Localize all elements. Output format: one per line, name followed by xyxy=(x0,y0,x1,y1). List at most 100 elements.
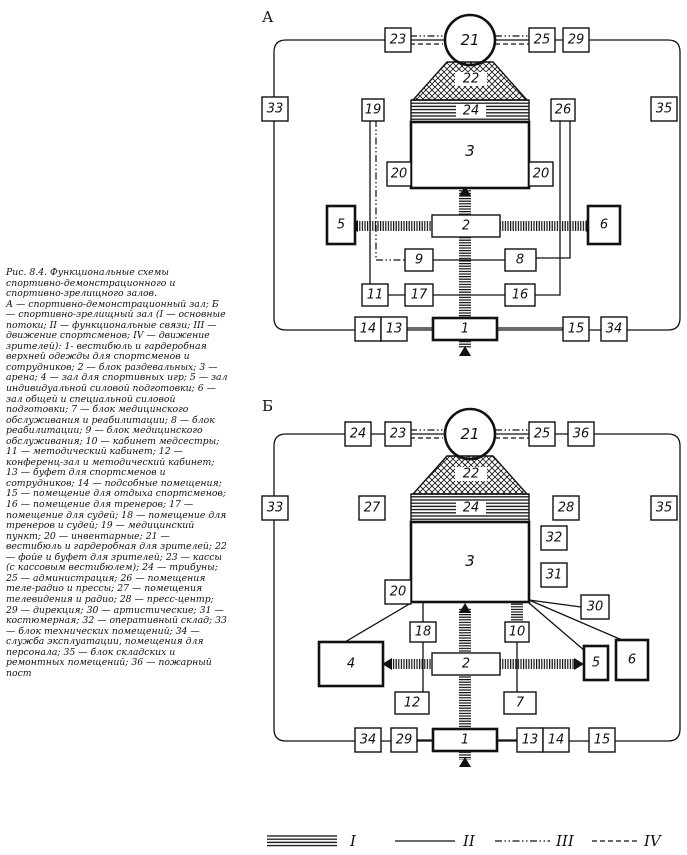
node-a-13-label: 13 xyxy=(386,322,403,337)
legend-swatch-main-flow xyxy=(267,834,337,848)
arrow-up-bottom-b xyxy=(459,757,471,767)
node-b-23 xyxy=(384,421,412,447)
node-b-6-label: 6 xyxy=(628,653,636,668)
node-a-22-label: 22 xyxy=(463,72,480,87)
node-a-26-label: 26 xyxy=(555,103,572,118)
node-b-5 xyxy=(582,644,610,682)
node-a-2-label: 2 xyxy=(462,219,470,234)
link-26-16 xyxy=(535,120,561,296)
legend-label-iv: IV xyxy=(643,832,663,850)
node-a-6 xyxy=(586,204,622,246)
node-a-26 xyxy=(550,98,576,122)
diagram-b-label: Б xyxy=(262,397,273,415)
node-a-34 xyxy=(600,316,628,342)
node-a-1-label: 1 xyxy=(461,322,469,337)
node-b-29-label: 29 xyxy=(396,733,413,748)
node-b-12-label: 12 xyxy=(404,696,421,711)
node-b-29 xyxy=(390,727,418,753)
node-b-1 xyxy=(431,727,499,753)
arrow-up-bottom-a xyxy=(459,346,471,356)
node-a-8 xyxy=(504,248,537,272)
node-a-20-right xyxy=(528,161,554,187)
arrow-up-top-a xyxy=(459,186,471,196)
legend-label-ii: II xyxy=(462,832,476,850)
node-a-29 xyxy=(562,27,590,53)
node-b-32-label: 32 xyxy=(546,531,563,546)
node-a-34-label: 34 xyxy=(606,322,623,337)
node-b-23-label: 23 xyxy=(390,427,407,442)
link-26-8 xyxy=(536,120,571,259)
node-b-13 xyxy=(516,727,544,753)
node-a-24-label: 24 xyxy=(463,104,480,119)
node-a-1 xyxy=(431,316,499,342)
node-b-27 xyxy=(358,495,386,521)
node-b-34 xyxy=(354,727,382,753)
node-a-6-label: 6 xyxy=(600,218,608,233)
node-a-2 xyxy=(431,214,501,238)
node-b-24-top xyxy=(344,421,372,447)
link-3-4 xyxy=(344,602,412,643)
node-a-23 xyxy=(384,27,412,53)
flow-10-b xyxy=(511,598,523,622)
arrow-up-top-b xyxy=(459,603,471,613)
arrow-left-b xyxy=(382,658,392,670)
node-b-1-label: 1 xyxy=(461,733,469,748)
node-b-31-label: 31 xyxy=(546,568,563,583)
caption-body: А — спортивно-демонстрационный зал; Б — … xyxy=(6,298,228,679)
link-3-6 xyxy=(528,599,623,641)
caption-title: Рис. 8.4. Функциональные схемы спортивно… xyxy=(6,267,176,300)
node-a-11 xyxy=(361,283,389,307)
node-a-9-label: 9 xyxy=(415,253,423,268)
node-a-15-label: 15 xyxy=(568,322,585,337)
node-a-16-label: 16 xyxy=(512,288,529,303)
legend-label-i: I xyxy=(349,832,357,850)
node-b-36-label: 36 xyxy=(573,427,590,442)
node-a-20-left-label: 20 xyxy=(391,167,408,182)
node-b-24-label-bg xyxy=(456,501,486,515)
node-b-22-label-bg xyxy=(455,467,487,481)
node-b-32 xyxy=(540,525,568,551)
node-b-5-label: 5 xyxy=(592,656,600,671)
node-a-14-label: 14 xyxy=(360,322,377,337)
diagram-a-label: А xyxy=(262,8,274,26)
node-b-21-label: 21 xyxy=(460,425,479,443)
node-b-6 xyxy=(614,638,650,682)
node-b-14 xyxy=(542,727,570,753)
node-a-20-right-label: 20 xyxy=(533,167,550,182)
node-b-20 xyxy=(384,579,412,605)
node-b-22-label: 22 xyxy=(463,467,480,482)
node-b-30-label: 30 xyxy=(587,600,604,615)
node-b-10 xyxy=(504,621,530,643)
diagram-a: А 21 23 25 29 22 xyxy=(261,8,681,356)
node-a-17-label: 17 xyxy=(411,288,428,303)
link-19-9 xyxy=(375,120,405,261)
node-a-33-label: 33 xyxy=(267,102,284,117)
node-b-12 xyxy=(394,691,430,715)
node-a-16 xyxy=(504,283,536,307)
legend: I II III IV xyxy=(267,832,663,850)
link-3-30 xyxy=(528,599,582,608)
node-a-25-label: 25 xyxy=(534,33,551,48)
diagram-b: Б 21 24 23 25 36 22 xyxy=(261,397,681,767)
node-b-14-label: 14 xyxy=(548,733,565,748)
node-a-22-label-bg xyxy=(455,72,487,86)
node-a-5-label: 5 xyxy=(337,218,345,233)
node-b-18 xyxy=(409,621,437,643)
node-b-27-label: 27 xyxy=(364,501,381,516)
node-b-15-label: 15 xyxy=(594,733,611,748)
node-a-3 xyxy=(409,120,531,190)
node-b-28-label: 28 xyxy=(558,501,575,516)
node-a-35 xyxy=(650,96,678,122)
node-a-8-label: 8 xyxy=(516,253,524,268)
node-b-4-label: 4 xyxy=(347,657,355,672)
node-b-2 xyxy=(431,652,501,676)
node-b-25-label: 25 xyxy=(534,427,551,442)
node-b-30 xyxy=(580,594,610,620)
node-a-21-label: 21 xyxy=(460,31,479,49)
node-a-33 xyxy=(261,96,289,122)
node-b-25 xyxy=(528,421,556,447)
node-b-28 xyxy=(552,495,580,521)
arrow-right-b xyxy=(574,658,584,670)
node-b-3 xyxy=(409,520,531,604)
node-b-15 xyxy=(588,727,616,753)
